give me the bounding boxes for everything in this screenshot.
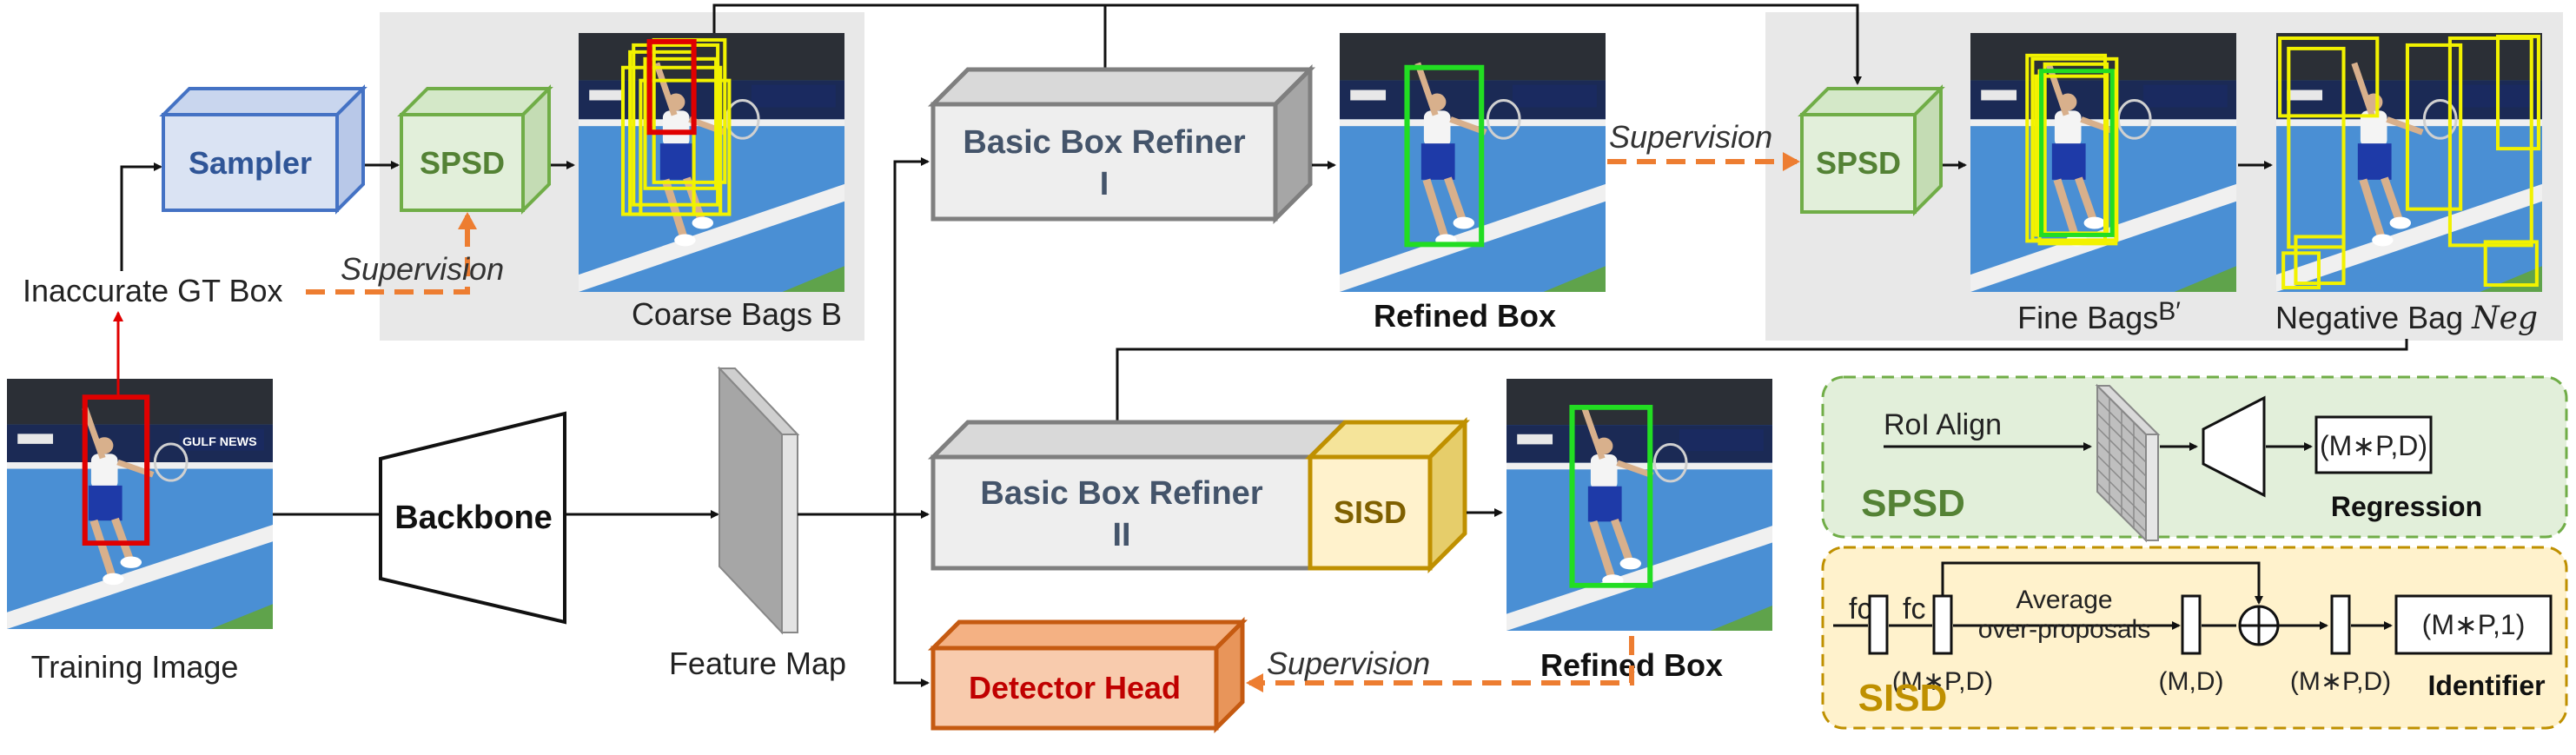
supervision-arrow-3 [1246, 636, 1634, 692]
sisd-output-box [2394, 594, 2553, 655]
sampler-label: Sampler [189, 145, 312, 181]
feature-to-detector-arrow [893, 514, 930, 687]
spsd-detail-panel: RoI Align (M∗P,D) SPSD Regre [1821, 375, 2568, 543]
refiner2-block: Basic Box Refiner II [927, 420, 1351, 571]
backbone-block [379, 411, 566, 625]
fine-bags-label: Fine BagsB′ [2017, 297, 2181, 335]
sisd-panel-title: SISD [1858, 677, 1948, 719]
gt-to-sampler-arrow [120, 162, 162, 271]
sisd-detail-panel: fc fc Average over-proposals (M∗P,1) (M∗… [1821, 546, 2568, 730]
roi-grid [2095, 383, 2161, 543]
spsd-block-2: SPSD [1798, 84, 1945, 216]
regression-head-shape [2202, 395, 2266, 498]
spsd-output-box [2314, 415, 2433, 474]
sisd-output-label: (M∗P,1) [2422, 609, 2526, 640]
refiner1-block: Basic Box Refiner I [927, 63, 1316, 225]
spsd-panel-title: SPSD [1861, 482, 1965, 525]
dim-label-1: (M∗P,D) [1892, 667, 1993, 696]
average-label-2: over-proposals [1978, 615, 2150, 644]
supervision-label-1: Supervision [341, 251, 504, 287]
detector-head-block: Detector Head [927, 616, 1248, 734]
sisd-label: SISD [1334, 494, 1407, 530]
fine-bags-image [1970, 33, 2236, 292]
detector-head-label: Detector Head [969, 670, 1181, 705]
regression-label: Regression [2331, 491, 2482, 522]
spsd-label-2: SPSD [1816, 145, 1901, 181]
sampler-block: Sampler [159, 84, 368, 215]
roi-align-label: RoI Align [1884, 408, 2002, 441]
fc-label-1: fc [1849, 593, 1871, 626]
coarse-bags-label: Coarse Bags B [632, 296, 842, 332]
identifier-label: Identifier [2427, 670, 2545, 701]
refiner2-label-2: II [1112, 517, 1130, 553]
backbone-label: Backbone [394, 500, 553, 536]
refined-box-label-1: Refined Box [1374, 298, 1556, 334]
bags-to-refiner2-arrow [1113, 339, 2408, 455]
coarse-bags-image [579, 33, 844, 292]
supervision-label-3: Supervision [1267, 646, 1430, 681]
negative-bag-boxes [2278, 34, 2540, 290]
spsd-label-1: SPSD [420, 145, 505, 181]
court-banner-text: GULF NEWS [182, 434, 257, 448]
coarse-to-spsd2-arrow [1105, 3, 1862, 85]
fc-label-2: fc [1903, 593, 1925, 626]
fc-block-1 [1868, 594, 1889, 655]
training-image: GULF NEWS [7, 379, 273, 629]
feature-map-label: Feature Map [669, 646, 846, 681]
refined-box-image-1 [1340, 33, 1606, 292]
refined-box-image-2 [1507, 379, 1772, 631]
spsd-output-label: (M∗P,D) [2320, 430, 2427, 461]
refiner2-label-1: Basic Box Refiner [980, 475, 1262, 512]
feature-map-block [717, 366, 800, 635]
average-label-1: Average [2016, 586, 2112, 614]
feature-to-refiner1-arrow [893, 157, 930, 514]
inaccurate-gt-label: Inaccurate GT Box [23, 273, 282, 308]
fc-block-2 [1932, 594, 1953, 655]
training-image-label: Training Image [31, 649, 239, 685]
sisd-block: SISD [1304, 416, 1471, 574]
refiner1-label-2: I [1100, 166, 1109, 202]
dim-label-3: (M∗P,D) [2290, 667, 2391, 696]
mean-block [2181, 594, 2202, 655]
spsd-block-1: SPSD [397, 84, 553, 215]
identifier-block [2330, 594, 2351, 655]
skip-connection [1941, 561, 2263, 605]
gt-box [82, 394, 150, 546]
coarse-to-refiner1-arrow [712, 3, 1109, 85]
supervision-label-2: Supervision [1609, 119, 1772, 155]
negative-bag-image [2276, 33, 2542, 292]
supervision-arrow-1 [306, 212, 477, 295]
dim-label-2: (M,D) [2159, 667, 2224, 696]
refiner1-label-1: Basic Box Refiner [963, 124, 1245, 161]
